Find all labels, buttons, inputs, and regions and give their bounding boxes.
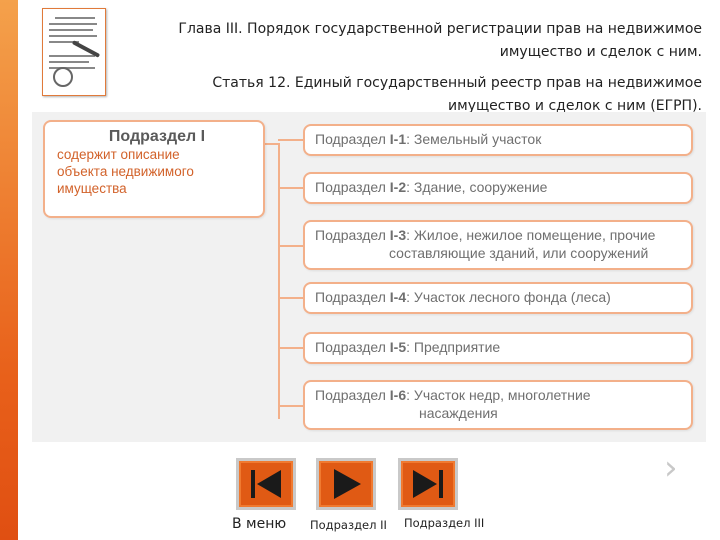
- subsection-box-i-5: Подраздел I-5: Предприятие: [303, 332, 693, 364]
- next-slide-button[interactable]: [316, 458, 376, 510]
- connector-branch: [278, 347, 304, 349]
- subsection-prefix: Подраздел: [315, 289, 390, 305]
- connector-branch: [278, 187, 304, 189]
- chapter-heading-line-1: Глава III. Порядок государственной регис…: [122, 18, 702, 41]
- subsection-text: : Участок лесного фонда (леса): [406, 289, 611, 305]
- registry-structure-diagram: Подраздел I содержит описание объекта не…: [32, 112, 706, 442]
- subsection-number: I-4: [390, 289, 406, 305]
- chapter-heading-line-2: имущество и сделок с ним.: [122, 41, 702, 64]
- document-thumbnail: [42, 8, 106, 96]
- play-forward-icon: [319, 461, 373, 507]
- subsection-text: : Предприятие: [406, 339, 500, 355]
- subsection-number: I-3: [390, 227, 406, 243]
- subsection-text: : Здание, сооружение: [406, 179, 547, 195]
- main-box-description-line: содержит описание: [57, 146, 257, 163]
- subsection-box-i-4: Подраздел I-4: Участок лесного фонда (ле…: [303, 282, 693, 314]
- subsection-text: : Жилое, нежилое помещение, прочие: [406, 227, 655, 243]
- subsection-text-continued: составляющие зданий, или сооружений: [315, 244, 681, 262]
- subsection-box-i-1: Подраздел I-1: Земельный участок: [303, 124, 693, 156]
- subsection-prefix: Подраздел: [315, 131, 390, 147]
- connector-main: [265, 143, 279, 145]
- article-heading-line-1: Статья 12. Единый государственный реестр…: [162, 72, 702, 95]
- main-box-title: Подраздел I: [57, 128, 257, 146]
- subsection-box-i-6: Подраздел I-6: Участок недр, многолетние…: [303, 380, 693, 430]
- subsection-prefix: Подраздел: [315, 179, 390, 195]
- subsection-number: I-6: [390, 387, 406, 403]
- subsection-number: I-1: [390, 131, 406, 147]
- connector-branch: [278, 297, 304, 299]
- connector-trunk: [278, 143, 280, 419]
- skip-back-icon: [239, 461, 293, 507]
- subsection-text-continued: насаждения: [315, 404, 681, 422]
- subsection-box-i-2: Подраздел I-2: Здание, сооружение: [303, 172, 693, 204]
- subsection-prefix: Подраздел: [315, 227, 390, 243]
- subsection-text: : Участок недр, многолетние: [406, 387, 590, 403]
- connector-branch: [278, 139, 304, 141]
- subsection-ii-link[interactable]: Подраздел II: [310, 518, 387, 532]
- main-box-description-line: имущества: [57, 180, 257, 197]
- next-chevron-icon[interactable]: ›: [664, 448, 678, 488]
- subsection-iii-link[interactable]: Подраздел III: [404, 516, 484, 530]
- subsection-prefix: Подраздел: [315, 339, 390, 355]
- subsection-box-i-3: Подраздел I-3: Жилое, нежилое помещение,…: [303, 220, 693, 270]
- skip-forward-icon: [401, 461, 455, 507]
- subsection-text: : Земельный участок: [406, 131, 541, 147]
- subsection-number: I-2: [390, 179, 406, 195]
- subsection-prefix: Подраздел: [315, 387, 390, 403]
- menu-link[interactable]: В меню: [232, 516, 286, 532]
- chapter-heading: Глава III. Порядок государственной регис…: [122, 18, 702, 64]
- subsection-main-box: Подраздел I содержит описание объекта не…: [43, 120, 265, 218]
- left-accent-bar: [0, 0, 18, 540]
- stamp-icon: [53, 67, 73, 87]
- connector-branch: [278, 405, 304, 407]
- subsection-number: I-5: [390, 339, 406, 355]
- connector-branch: [278, 245, 304, 247]
- last-slide-button[interactable]: [398, 458, 458, 510]
- main-box-description-line: объекта недвижимого: [57, 163, 257, 180]
- first-slide-button[interactable]: [236, 458, 296, 510]
